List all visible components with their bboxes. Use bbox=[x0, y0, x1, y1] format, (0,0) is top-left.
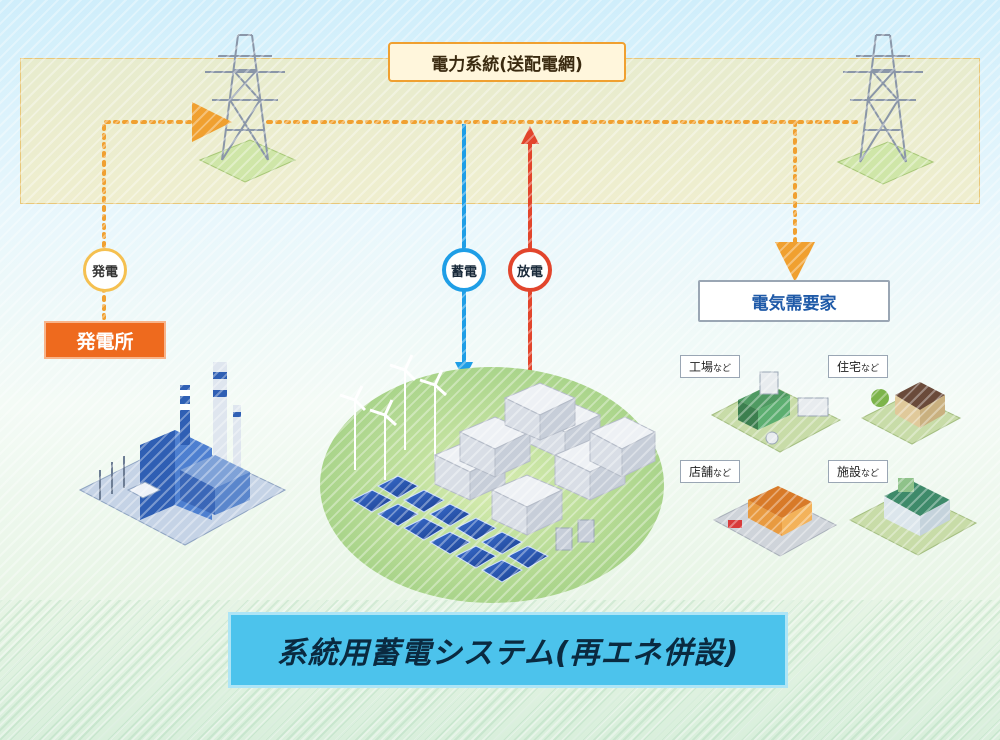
charge-flow-badge: 蓄電 bbox=[442, 248, 486, 292]
generation-flow-badge: 発電 bbox=[83, 248, 127, 292]
consumer-type-suffix: など bbox=[861, 364, 880, 374]
consumer-type-main: 住宅 bbox=[837, 360, 862, 374]
transmission-tower-right-icon bbox=[836, 34, 935, 185]
wind-turbine-icons bbox=[339, 354, 448, 480]
consumer-type-suffix: など bbox=[861, 469, 880, 479]
house-icon bbox=[860, 382, 962, 445]
transformer-icon bbox=[555, 519, 595, 551]
storage-system-label: 系統用蓄電システム(再エネ併設) bbox=[228, 612, 788, 688]
transmission-tower-left-icon bbox=[198, 34, 297, 183]
solar-panel-icons bbox=[350, 475, 550, 583]
factory-icon bbox=[710, 371, 842, 453]
consumer-type-suffix: など bbox=[713, 469, 732, 479]
store-icon bbox=[712, 486, 838, 557]
consumer-type-main: 施設 bbox=[837, 465, 862, 479]
grid-band bbox=[20, 58, 980, 204]
power-plant-label: 発電所 bbox=[44, 321, 166, 359]
consumer-type-factory: 工場など bbox=[680, 355, 741, 378]
consumer-type-store: 店舗など bbox=[680, 460, 741, 483]
facility-icon bbox=[848, 478, 978, 556]
consumer-type-facility: 施設など bbox=[828, 460, 889, 483]
discharge-flow-badge: 放電 bbox=[508, 248, 552, 292]
power-plant-icon bbox=[78, 362, 287, 546]
consumer-label: 電気需要家 bbox=[698, 280, 890, 322]
consumer-type-main: 工場 bbox=[689, 360, 714, 374]
battery-container-icons bbox=[433, 382, 657, 536]
consumer-type-main: 店舗 bbox=[689, 465, 714, 479]
grid-label: 電力系統(送配電網) bbox=[388, 42, 626, 82]
consumer-type-house: 住宅など bbox=[828, 355, 889, 378]
consumer-type-suffix: など bbox=[713, 364, 732, 374]
